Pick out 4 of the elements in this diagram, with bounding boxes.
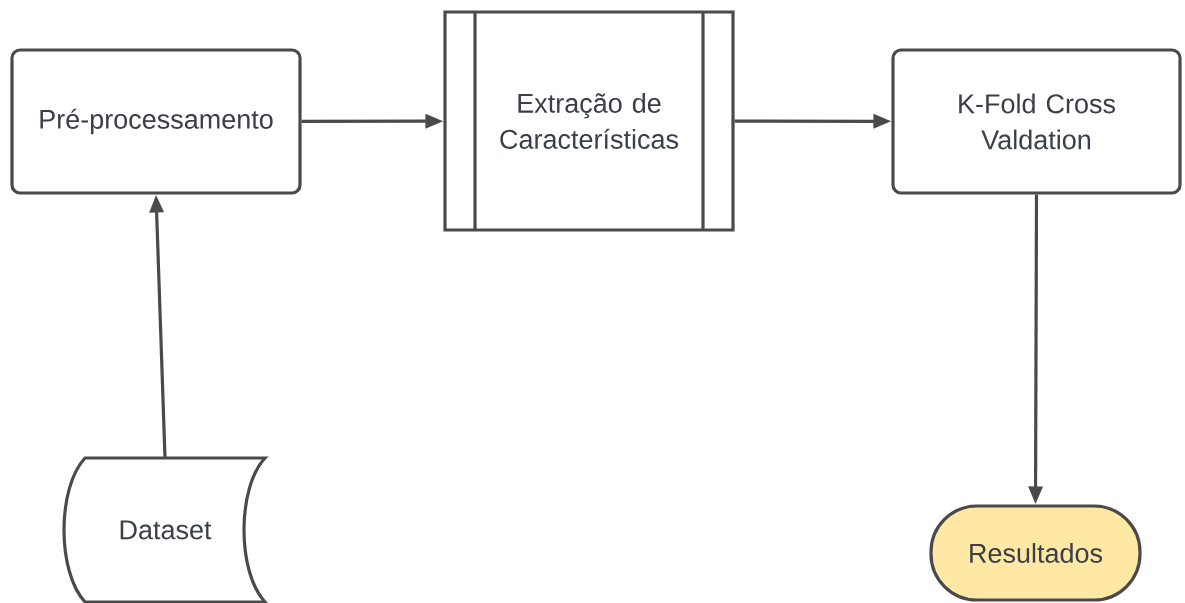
predefined-process-box: Extração de Características <box>443 10 735 232</box>
process-box: Pré-processamento <box>10 48 302 195</box>
process-box: K-Fold Cross Valdation <box>891 48 1182 195</box>
terminal-box: Resultados <box>929 504 1142 602</box>
